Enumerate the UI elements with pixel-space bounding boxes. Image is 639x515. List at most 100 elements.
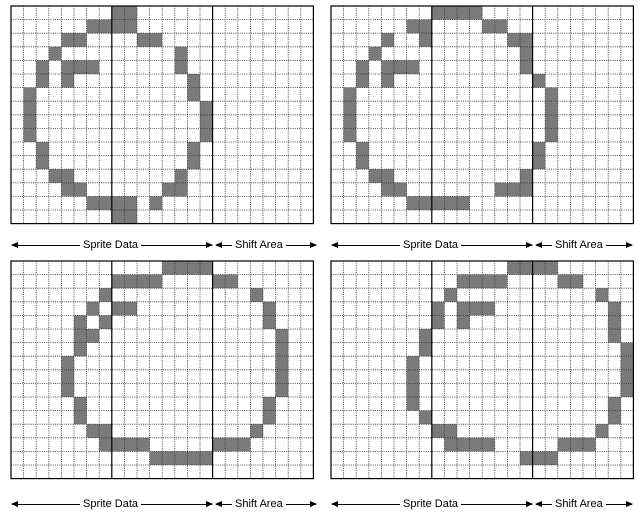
filled-pixel xyxy=(175,261,188,275)
filled-pixel xyxy=(87,302,100,316)
filled-pixel xyxy=(444,438,457,452)
filled-pixel xyxy=(570,438,583,452)
filled-pixel xyxy=(583,438,596,452)
filled-pixel xyxy=(444,288,457,302)
filled-pixel xyxy=(187,451,200,465)
filled-pixel xyxy=(470,6,483,20)
filled-pixel xyxy=(87,60,100,74)
filled-pixel xyxy=(457,275,470,289)
filled-pixel xyxy=(175,183,188,197)
sprite-data-label: Sprite Data xyxy=(400,496,461,512)
filled-pixel xyxy=(621,370,634,384)
filled-pixel xyxy=(263,315,276,329)
filled-pixel xyxy=(407,370,420,384)
filled-pixel xyxy=(150,275,163,289)
filled-pixel xyxy=(369,169,382,183)
filled-pixel xyxy=(112,275,125,289)
filled-pixel xyxy=(175,47,188,61)
filled-pixel xyxy=(520,47,533,61)
grid-lines xyxy=(11,261,313,479)
filled-pixel xyxy=(608,411,621,425)
shift-area-label: Shift Area xyxy=(232,496,286,512)
filled-pixel xyxy=(520,451,533,465)
filled-pixel xyxy=(495,20,508,34)
filled-pixel xyxy=(112,438,125,452)
filled-pixel xyxy=(533,74,546,88)
filled-pixel xyxy=(381,183,394,197)
filled-pixel xyxy=(596,424,609,438)
filled-pixel xyxy=(394,183,407,197)
filled-pixel xyxy=(99,315,112,329)
filled-pixel xyxy=(507,261,520,275)
filled-pixel xyxy=(407,383,420,397)
filled-pixel xyxy=(200,261,213,275)
filled-pixel xyxy=(150,33,163,47)
filled-pixel xyxy=(213,438,226,452)
filled-pixel xyxy=(24,101,37,115)
filled-pixel xyxy=(432,315,445,329)
filled-pixel xyxy=(74,183,87,197)
filled-pixel xyxy=(369,47,382,61)
filled-pixel xyxy=(61,60,74,74)
filled-pixel xyxy=(150,451,163,465)
filled-pixel xyxy=(545,261,558,275)
filled-pixel xyxy=(238,438,251,452)
filled-pixel xyxy=(621,343,634,357)
filled-pixel xyxy=(419,33,432,47)
filled-pixel xyxy=(520,60,533,74)
filled-pixel xyxy=(112,6,125,20)
filled-pixel xyxy=(74,343,87,357)
filled-pixel xyxy=(200,101,213,115)
filled-pixel xyxy=(545,101,558,115)
filled-pixel xyxy=(432,302,445,316)
filled-pixel xyxy=(381,74,394,88)
filled-pixel xyxy=(87,196,100,210)
filled-pixel xyxy=(99,424,112,438)
filled-pixel xyxy=(74,60,87,74)
filled-pixel xyxy=(276,383,289,397)
sprite-data-label: Sprite Data xyxy=(80,496,141,512)
filled-pixel xyxy=(112,20,125,34)
filled-pixel xyxy=(99,288,112,302)
sprite-data-label: Sprite Data xyxy=(400,237,461,253)
filled-pixel xyxy=(457,196,470,210)
filled-pixel xyxy=(263,411,276,425)
filled-pixel xyxy=(507,33,520,47)
filled-pixel xyxy=(124,6,137,20)
filled-pixel xyxy=(444,424,457,438)
filled-pixel xyxy=(124,302,137,316)
filled-pixel xyxy=(545,128,558,142)
filled-pixel xyxy=(520,261,533,275)
filled-pixel xyxy=(407,356,420,370)
filled-pixel xyxy=(432,196,445,210)
filled-pixel xyxy=(137,438,150,452)
filled-pixel xyxy=(124,438,137,452)
filled-pixel xyxy=(175,60,188,74)
filled-pixel xyxy=(608,315,621,329)
filled-pixel xyxy=(495,183,508,197)
filled-pixel xyxy=(49,47,62,61)
filled-pixel xyxy=(533,142,546,156)
filled-pixel xyxy=(457,438,470,452)
filled-pixel xyxy=(124,196,137,210)
filled-pixel xyxy=(87,20,100,34)
filled-pixel xyxy=(24,128,37,142)
filled-pixel xyxy=(112,210,125,224)
sprite-data-label: Sprite Data xyxy=(80,237,141,253)
filled-pixel xyxy=(36,74,49,88)
sprite-frame-shift-4: Sprite Data Shift Area xyxy=(10,260,320,515)
filled-pixel xyxy=(545,451,558,465)
filled-pixel xyxy=(276,343,289,357)
filled-pixel xyxy=(87,424,100,438)
filled-pixel xyxy=(394,60,407,74)
filled-pixel xyxy=(520,183,533,197)
filled-pixel xyxy=(24,88,37,102)
grid-lines xyxy=(331,6,633,224)
filled-pixel xyxy=(162,451,175,465)
filled-pixel xyxy=(263,302,276,316)
filled-pixel xyxy=(533,261,546,275)
filled-pixel xyxy=(344,88,357,102)
filled-pixel xyxy=(263,397,276,411)
filled-pixel xyxy=(419,20,432,34)
filled-pixel xyxy=(621,356,634,370)
